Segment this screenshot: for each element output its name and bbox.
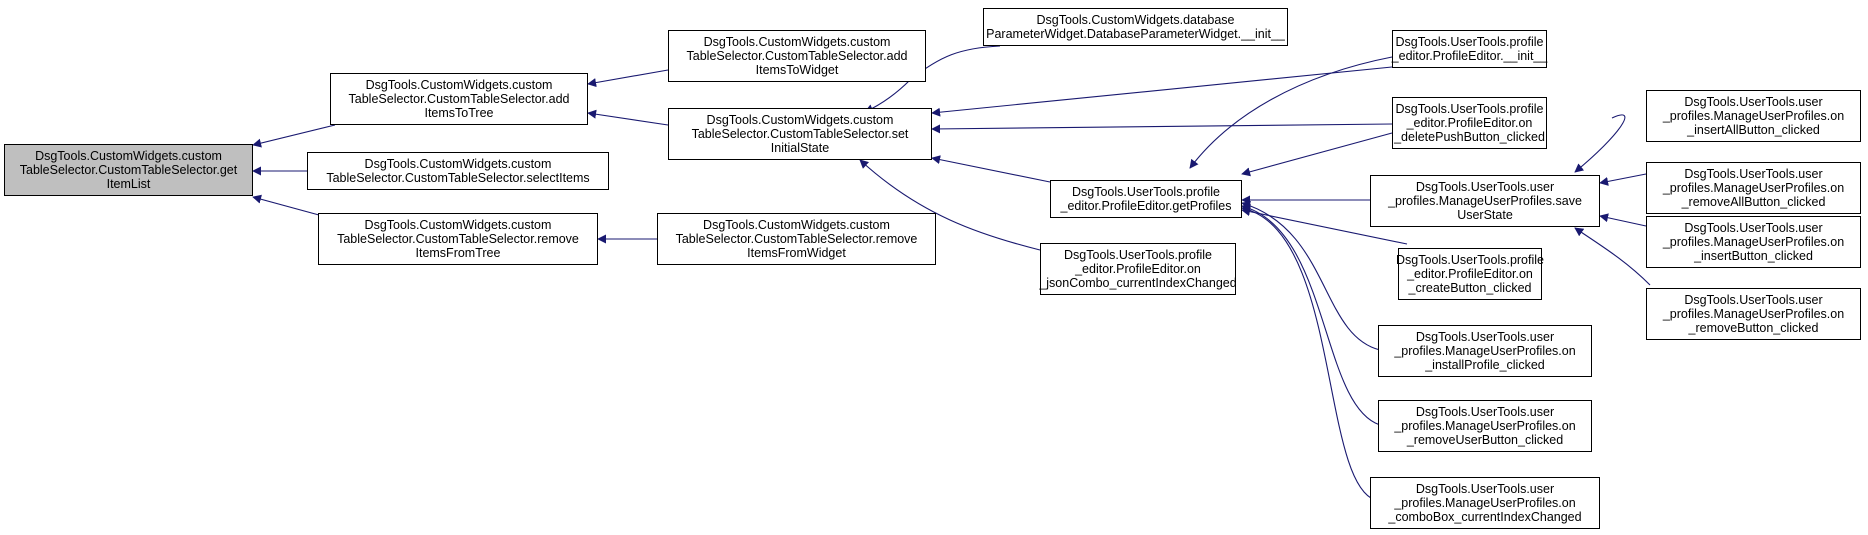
edge-removeItemsFromTree-getItemList: [252, 194, 331, 219]
edge-jsonCombo-setInitialState: [859, 159, 1041, 251]
edge-removeAllButton-saveUserState: [1599, 173, 1647, 186]
edge-setInitialState-addItemsToTree: [587, 109, 669, 126]
edge-addItemsToTree-getItemList: [252, 124, 336, 148]
edge-removeUserButton-getProfiles: [1241, 203, 1381, 426]
node-create-button-clicked[interactable]: DsgTools.UserTools.profile _editor.Profi…: [1396, 248, 1544, 300]
node-insert-all-button-clicked[interactable]: DsgTools.UserTools.user _profiles.Manage…: [1646, 90, 1861, 142]
node-set-initial-state[interactable]: DsgTools.CustomWidgets.custom TableSelec…: [668, 108, 932, 160]
node-remove-all-button-clicked[interactable]: DsgTools.UserTools.user _profiles.Manage…: [1646, 162, 1861, 214]
edge-addItemsToWidget-addItemsToTree: [587, 69, 669, 88]
node-json-combo-current-index-changed[interactable]: DsgTools.UserTools.profile _editor.Profi…: [1039, 243, 1237, 295]
edge-getProfiles-setInitialState: [931, 155, 1051, 183]
node-get-item-list[interactable]: DsgTools.CustomWidgets.custom TableSelec…: [4, 144, 253, 196]
node-remove-user-button-clicked[interactable]: DsgTools.UserTools.user _profiles.Manage…: [1378, 400, 1592, 452]
edge-insertAllButton-saveUserState: [1574, 114, 1626, 173]
edge-deletePush-setInitialState: [931, 123, 1393, 134]
edge-removeButton-saveUserState: [1574, 227, 1651, 286]
edge-peInit-getProfiles: [1189, 56, 1393, 169]
node-remove-button-clicked[interactable]: DsgTools.UserTools.user _profiles.Manage…: [1646, 288, 1861, 340]
node-remove-items-from-widget[interactable]: DsgTools.CustomWidgets.custom TableSelec…: [657, 213, 936, 265]
node-select-items[interactable]: DsgTools.CustomWidgets.custom TableSelec…: [307, 152, 609, 190]
node-remove-items-from-tree[interactable]: DsgTools.CustomWidgets.custom TableSelec…: [318, 213, 598, 265]
node-add-items-to-widget[interactable]: DsgTools.CustomWidgets.custom TableSelec…: [668, 30, 926, 82]
edge-insertButton-saveUserState: [1599, 213, 1647, 227]
node-add-items-to-tree[interactable]: DsgTools.CustomWidgets.custom TableSelec…: [330, 73, 588, 125]
edge-peInit-setInitialState: [931, 66, 1393, 117]
node-combo-box-current-index-changed[interactable]: DsgTools.UserTools.user _profiles.Manage…: [1370, 477, 1600, 529]
node-database-parameter-widget-init[interactable]: DsgTools.CustomWidgets.database Paramete…: [983, 8, 1288, 46]
node-save-user-state[interactable]: DsgTools.UserTools.user _profiles.Manage…: [1370, 175, 1600, 227]
node-profile-editor-init[interactable]: DsgTools.UserTools.profile _editor.Profi…: [1392, 30, 1547, 68]
node-delete-push-button-clicked[interactable]: DsgTools.UserTools.profile _editor.Profi…: [1392, 97, 1547, 149]
edge-comboBox-getProfiles: [1241, 205, 1376, 501]
node-install-profile-clicked[interactable]: DsgTools.UserTools.user _profiles.Manage…: [1378, 325, 1592, 377]
edge-deletePush-getProfiles: [1241, 132, 1393, 177]
edge-installProfile-getProfiles: [1241, 201, 1381, 351]
node-get-profiles[interactable]: DsgTools.UserTools.profile _editor.Profi…: [1050, 180, 1242, 218]
node-insert-button-clicked[interactable]: DsgTools.UserTools.user _profiles.Manage…: [1646, 216, 1861, 268]
